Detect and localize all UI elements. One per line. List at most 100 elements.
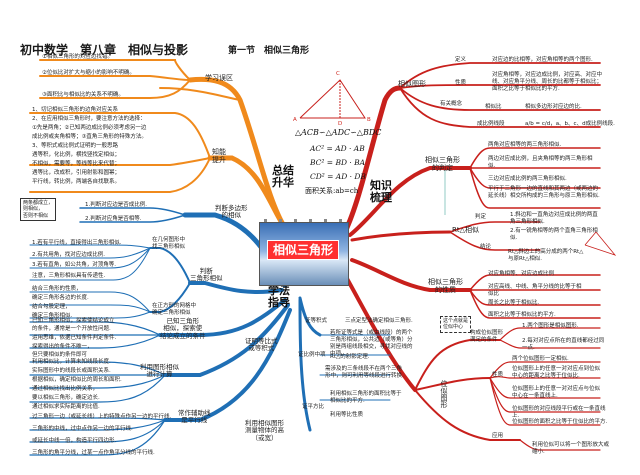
judge-item-3: 三边对应成比例的两三角形相似. — [488, 176, 567, 182]
prop-item-1: 对应角相等、对应边成比例 — [488, 271, 555, 277]
judge-tri-sub2-4: 确定三角形相似. — [32, 313, 73, 319]
improve-item-5: 3、等积式或比例式证明的一般思路 — [32, 143, 119, 149]
judge-polygon-note: 两条都成立， 则相似， 否则不相似 — [20, 198, 57, 221]
node-similar-figures: 相似图形 — [398, 80, 426, 88]
parallel-3: 或延长中线一倍，构造平行四边形. — [32, 438, 117, 444]
improve-item-7: 不相似，需要等，等线等比来代替； — [32, 161, 121, 167]
proof-k3: Rt△的射影定理. — [330, 354, 370, 360]
homothety-nature-4: 位似图形的对应线段平行或在一条直线上. — [512, 406, 606, 419]
homothety-app-1: 利用位似可以将一个图形放大或缩小. — [532, 442, 610, 455]
judge-tri-sub2: 在正方形的网格中 确定三角形相似 — [152, 303, 197, 316]
compute-2: 实际图形中的线段长或面积关系. — [32, 368, 111, 374]
node-judgement: 相似三角形 的判定 — [425, 156, 460, 173]
judge-tri-sub1-1: 1.若有平行线，直接得出三角形相似. — [32, 240, 122, 246]
judge-tri-sub1-3: 3.若有直角，如公共角，对顶角等. — [32, 262, 116, 268]
proof-k6: 利用等比性质 — [330, 412, 364, 418]
node-judge-polygon: 判断多边形 的相似 — [215, 204, 248, 220]
triangle-label-b: B — [367, 117, 371, 123]
node-judge-triangle: 判断 三角形相似 — [190, 267, 223, 283]
kw-proportion: 成比例线段 — [477, 121, 505, 127]
homothety-nature-5: 位似图形的面积之比等于位似比的平方. — [512, 419, 608, 425]
center-label: 相似三角形 — [267, 240, 339, 260]
judge-item-1: 两角对应相等的两三角形相似. — [488, 142, 562, 148]
judge-polygon-2: 2.判断对应角是否相等. — [85, 216, 142, 222]
node-known: 已知三角形 相似，探索使 结论成立的条件 — [160, 317, 206, 340]
page-title: 初中数学 第八章 相似与投影 — [20, 43, 189, 57]
homothety-application: 应用 — [492, 433, 504, 439]
node-compute: 利用图形相似 进行计算 — [140, 363, 179, 379]
formula-ac2: AC² = AD · AB — [310, 144, 365, 153]
proof-k5: 证平方比 — [302, 404, 325, 410]
improve-item-8: 遇等比，改成积，引用射影和圆幂； — [32, 170, 121, 176]
page-subtitle: 第一节 相似三角形 — [228, 46, 310, 56]
prop-item-3: 周长之比等于相似比. — [488, 300, 540, 306]
homothety-nature-1: 两个位似图形一定相似. — [512, 356, 569, 362]
compute-1: 利用相似比，计算未知线段长度. — [32, 359, 111, 365]
node-homothety: 位似图形 — [440, 380, 449, 408]
branch-summary: 总结 升华 — [272, 164, 294, 189]
rt-item-1: 1.斜边和一直角边对应成比例的两直角三角形相似. — [510, 212, 598, 225]
homothety-condition: 构成位似图形 满足的条件 — [470, 330, 504, 343]
parallel-4: 三角形的角平分线，过某一点作角平分线的平行线. — [32, 450, 155, 456]
kw-property: 性质 — [455, 80, 467, 86]
center-card: 相似三角形 — [253, 210, 353, 290]
formula-cd2: CD² = AD · DB — [310, 172, 366, 181]
rt-item-2: 2.有一锐角相等的两个直角三角形相似. — [510, 228, 598, 241]
kw-definition: 定义 — [455, 57, 467, 63]
homothety-nature-2: 位似图形上的任意一对对应点到位似中心的距离之比等于位似比. — [512, 366, 601, 379]
review-item-3: ③面积比与相似比的关系不明确。 — [42, 92, 124, 98]
compute-5: 要以相似三角形，确定边长. — [32, 395, 100, 401]
rt-conclusion: 结论 — [480, 244, 492, 250]
node-properties: 相似三角形 的性质 — [428, 278, 463, 295]
proof-k2: 证比例中项 — [298, 352, 326, 358]
prop-item-2: 对应高线、中线、角平分线的比等于相似比 — [488, 284, 582, 297]
branch-knowledge: 知识 梳理 — [370, 179, 392, 204]
improve-item-2: 2、在应用相似三角形时，要注意方法的选择： — [32, 116, 146, 122]
formula-area: 面积关系:ab=ch — [305, 187, 359, 195]
kw-proportion-text: a/b = c/d，a、b、c、d成比例线段. — [525, 121, 615, 127]
node-parallel: 常作辅助线 是平行线 — [178, 409, 211, 425]
review-item-2: ②位似比对扩大与缩小的影响不明确。 — [42, 70, 135, 76]
proof-k2-text: 若所证等式是（或由线段）的两个三角形相似，公共边（或等角）分别是两组线段相交，寻… — [330, 330, 413, 357]
judge-item-2: 两边对应成比例，且夹角相等的两三角形相似. — [488, 156, 593, 169]
compute-4: 通过相似比找出比例关系， — [32, 386, 99, 392]
homothety-center-note: 这个点就是 位似中心 — [440, 316, 472, 333]
judge-item-4: 平行于三角形一边的直线和其两边（或两边的延长线）相交所构成的三角形与原三角形相似… — [488, 186, 600, 199]
node-proof: 证明等比式 或等积式 — [245, 337, 278, 353]
triangle-label-a: A — [293, 117, 297, 123]
kw-property-text: 对应角相等，对应边成比例，对应高、对应中线、对应角平分线、周长的比都等于相似比；… — [492, 72, 603, 92]
proof-k1: 证等积式 — [305, 318, 328, 324]
compute-6: 通过相似求实际距离的比值. — [32, 404, 100, 410]
rt-item-3: Rt△斜边上的高分成的两个Rt△与原Rt△相似. — [508, 249, 584, 262]
compute-3: 根据相似，确定相似比的周长和面积. — [32, 377, 122, 383]
prop-item-4: 面积之比等于相似比的平方. — [488, 312, 556, 318]
parallel-2: 三角形的中线，过中点作另一边的平行线. — [32, 426, 133, 432]
known-3: 运用思维，依据已知条件判定条件. — [32, 335, 117, 341]
triangle-label-d: D — [338, 121, 343, 127]
known-5: 但只要相似的条件即可 — [32, 352, 88, 358]
node-review: 学习误区 — [205, 74, 233, 82]
known-4: 探索得出的条件不唯一， — [32, 344, 93, 350]
kw-related: 有关概念 — [440, 101, 463, 107]
judge-tri-sub2-2: 确定三角形各边的长度. — [32, 295, 89, 301]
kw-ratio: 相似比 — [485, 104, 502, 110]
formula-similar: △ACB∽△ADC∽△BDC — [295, 128, 382, 137]
rt-judge: 判定 — [475, 214, 487, 220]
known-1: 已知三角形相似，探索使结论成立 — [32, 318, 115, 324]
improve-item-6: 遇等积，化比例，横找竖找定相似； — [32, 152, 121, 158]
proof-k5-text: 利用相似三角形的面积比等于相似比的平方. — [330, 391, 402, 404]
review-item-1: ①相似三角形的对应边找错。 — [42, 54, 113, 60]
homothety-cond-1: 1.两个图形是相似图形. — [522, 323, 579, 329]
node-right-triangle: Rt△相似 — [452, 226, 479, 234]
kw-definition-text: 对应边的比相等，对应角相等的两个图形. — [492, 57, 593, 63]
judge-tri-sub2-3: 结合勾股定理， — [32, 304, 71, 310]
branch-method: 学法 指导 — [268, 284, 290, 309]
judge-tri-sub1-2: 2.有共用角，找对应边成比例. — [32, 252, 105, 258]
improve-item-9: 平行线，转比例，两端各自找联系。 — [32, 179, 121, 185]
proof-k1-text: 三点定型法确定相似三角形. — [345, 318, 413, 324]
judge-tri-sub2-1: 结合三角形的性质， — [32, 286, 82, 292]
proof-k4: 需涉及的三条线段不在两个三角形中，则可利用等线段进行转换. — [325, 366, 404, 379]
judge-tri-sub1-4: 注意，三角形相似具有传递性. — [32, 273, 106, 279]
homothety-cond-2: 2.每对对应点所在的直线都经过同一点. — [522, 338, 605, 351]
